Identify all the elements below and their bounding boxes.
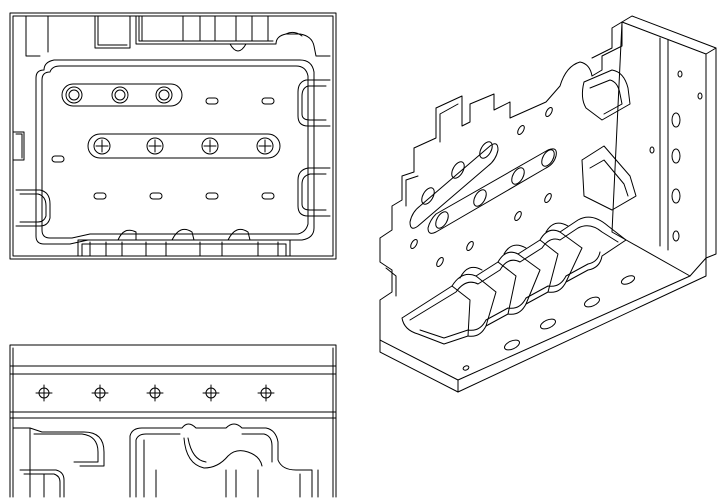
iso-side-small-hole bbox=[678, 71, 682, 77]
iso-bottom-small-hole bbox=[462, 365, 469, 371]
iso-hole bbox=[419, 186, 437, 207]
iso-hole bbox=[471, 188, 489, 209]
top-view-small-slot bbox=[94, 193, 106, 199]
iso-right-boss-lower bbox=[582, 146, 636, 210]
iso-upper-slot bbox=[410, 144, 498, 229]
iso-right-boss-lower-inner bbox=[590, 160, 628, 196]
front-view-center-pocket-inner bbox=[136, 434, 272, 497]
top-view-hole bbox=[94, 138, 110, 154]
iso-bottom-hole bbox=[583, 295, 601, 309]
top-view-lower-recess-inner bbox=[82, 244, 286, 256]
top-view-upper-recess-inner bbox=[98, 16, 273, 45]
iso-middle-slot bbox=[428, 149, 556, 233]
iso-bottom-face bbox=[380, 258, 706, 392]
top-view-small-slot bbox=[262, 193, 274, 199]
iso-side-small-hole bbox=[650, 147, 654, 153]
iso-small-slot bbox=[516, 124, 525, 135]
iso-right-face-top-edge bbox=[622, 16, 716, 258]
iso-bottom-hole bbox=[539, 317, 557, 331]
top-view-small-slot bbox=[150, 193, 162, 199]
iso-bottom-tray-ribs bbox=[452, 232, 582, 336]
iso-back-face-inner bbox=[386, 104, 458, 296]
iso-hole bbox=[509, 166, 527, 187]
top-view-upper-recess bbox=[26, 16, 330, 56]
top-view-left-pad bbox=[16, 190, 50, 226]
front-view-lower-profile-inner bbox=[34, 434, 98, 462]
front-view-hole-center bbox=[147, 385, 163, 401]
top-view-right-pad-upper bbox=[298, 80, 330, 126]
top-view-hole-center bbox=[204, 140, 216, 152]
iso-small-slot bbox=[544, 106, 553, 117]
iso-bottom-tray bbox=[402, 217, 626, 344]
top-view-hole bbox=[156, 87, 172, 103]
front-view-hole-center bbox=[258, 385, 274, 401]
top-view-upper-notch bbox=[230, 32, 302, 51]
front-view-hole-center bbox=[92, 385, 108, 401]
iso-side-small-hole bbox=[698, 93, 702, 99]
iso-side-hole bbox=[672, 113, 680, 127]
front-view-holes bbox=[36, 385, 274, 401]
iso-hole bbox=[539, 148, 557, 169]
front-view-vertical-ribs bbox=[144, 440, 318, 497]
top-view-right-pad-lower bbox=[298, 168, 330, 216]
top-view-hole-center bbox=[259, 140, 271, 152]
iso-side-hole bbox=[672, 189, 680, 203]
top-view-hole bbox=[115, 90, 125, 100]
top-view-hole bbox=[257, 138, 273, 154]
front-view-hole-center bbox=[36, 385, 52, 401]
top-view-lower-recess-ribs bbox=[90, 242, 278, 256]
iso-right-boss-upper-inner bbox=[590, 80, 622, 114]
top-view-hole bbox=[69, 90, 79, 100]
top-view-pocket bbox=[36, 60, 314, 244]
top-view-small-slot bbox=[262, 98, 274, 104]
top-view-small-slot bbox=[206, 193, 218, 199]
top-view-hole bbox=[202, 138, 218, 154]
iso-bottom-tray-inner bbox=[410, 226, 618, 338]
iso-right-boss-upper bbox=[582, 70, 630, 120]
top-view-hole bbox=[66, 87, 82, 103]
iso-side-hole bbox=[672, 149, 680, 163]
iso-side-hole bbox=[673, 231, 679, 241]
top-view-hole bbox=[159, 90, 169, 100]
front-view-center-pocket bbox=[130, 424, 312, 497]
iso-small-slot bbox=[513, 210, 522, 221]
iso-bottom-hole bbox=[503, 338, 521, 352]
front-view bbox=[10, 345, 336, 497]
top-view bbox=[10, 13, 336, 259]
iso-bottom-hole bbox=[620, 274, 636, 286]
top-view-hole-center bbox=[149, 140, 161, 152]
top-view-slot-middle bbox=[88, 134, 280, 158]
front-view-center-dip bbox=[184, 438, 262, 468]
iso-small-slot bbox=[435, 256, 444, 267]
top-view-hole-center bbox=[96, 140, 108, 152]
top-view-small-slot bbox=[52, 156, 64, 162]
isometric-view bbox=[380, 16, 716, 392]
top-view-small-slot bbox=[206, 98, 218, 104]
iso-hole bbox=[449, 160, 467, 181]
top-view-hole bbox=[112, 87, 128, 103]
top-view-left-tab bbox=[13, 132, 24, 160]
top-view-slot-upper bbox=[62, 84, 182, 106]
iso-hole bbox=[477, 140, 495, 161]
iso-tray-bumps bbox=[460, 223, 568, 278]
iso-right-face-inner-edge bbox=[660, 38, 668, 250]
front-view-lower-profile bbox=[13, 428, 104, 497]
iso-small-slot bbox=[465, 240, 474, 251]
iso-back-outline bbox=[380, 22, 622, 340]
iso-hole bbox=[433, 210, 451, 231]
iso-small-slot bbox=[543, 192, 552, 203]
top-view-inner-outline bbox=[13, 16, 333, 256]
top-view-hole bbox=[147, 138, 163, 154]
top-view-outer-outline bbox=[10, 13, 336, 259]
front-view-left-pocket bbox=[20, 470, 64, 497]
front-view-hole-center bbox=[203, 385, 219, 401]
front-view-outline bbox=[10, 345, 336, 497]
top-view-pocket-inner bbox=[42, 66, 308, 238]
top-view-lower-recess bbox=[78, 229, 290, 256]
front-view-inner-edge bbox=[13, 348, 333, 497]
iso-right-face bbox=[612, 22, 706, 276]
iso-small-slot bbox=[409, 238, 418, 249]
